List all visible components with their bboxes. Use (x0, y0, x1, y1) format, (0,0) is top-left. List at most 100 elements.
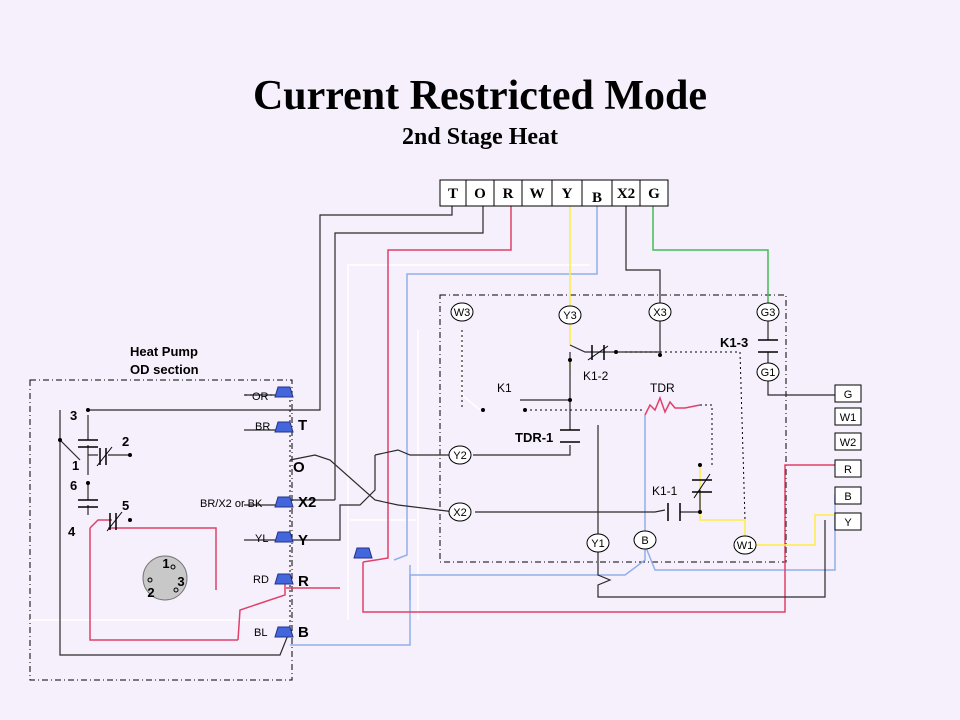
wire-code-label: RD (253, 574, 269, 586)
node-g1 (756, 362, 780, 382)
tdr-1-label: TDR-1 (515, 430, 553, 445)
plug-pin-number: 3 (177, 574, 184, 589)
right-terminal-label-g: G (844, 389, 853, 401)
node-label-g3: G3 (761, 307, 776, 319)
od-section-label-line2: OD section (130, 362, 199, 377)
wire-code-label: BR (255, 421, 270, 433)
contact-number: 1 (72, 458, 79, 473)
node-y1 (586, 533, 610, 553)
wire-code-label: OR (252, 391, 269, 403)
wire-code-label: YL (255, 533, 268, 545)
od-contactor (78, 439, 123, 532)
node-label-w1: W1 (737, 540, 754, 552)
right-terminal-b (834, 486, 862, 505)
node-x2 (448, 502, 472, 522)
od-terminal-label-o: O (293, 459, 305, 476)
tdr-heater (644, 395, 701, 416)
k1-3-contact (758, 339, 778, 353)
contact-number: 2 (122, 434, 129, 449)
od-terminal-cap (274, 421, 294, 433)
node-w3 (450, 302, 474, 322)
tdr-1-contact (560, 429, 580, 443)
od-terminal-cap (274, 496, 294, 508)
tdr-switch (692, 473, 712, 499)
right-terminal-w2 (834, 432, 862, 451)
plug-pin-number: 2 (147, 585, 154, 600)
od-terminal-cap (274, 386, 294, 398)
thermostat-terminal-g: G (648, 186, 660, 202)
od-section-label-line1: Heat Pump (130, 344, 198, 359)
node-w1 (733, 535, 757, 555)
node-x3 (648, 302, 672, 322)
contact-number: 4 (68, 524, 76, 539)
node-b (633, 530, 657, 550)
blue-wires (290, 205, 836, 646)
right-terminal-label-y: Y (844, 517, 852, 529)
page-title: Current Restricted Mode (252, 73, 708, 119)
control-board-enclosure (439, 294, 787, 563)
k1-coil (481, 408, 527, 412)
thermostat-terminal-t: T (448, 186, 458, 202)
node-g3 (756, 302, 780, 322)
od-terminal-cap (274, 531, 294, 543)
black-wires (59, 205, 835, 656)
node-label-y2: Y2 (453, 450, 466, 462)
od-terminal-label-x2: X2 (298, 494, 316, 511)
right-terminal-g (834, 384, 862, 403)
thermostat-terminal-o: O (474, 186, 486, 202)
od-terminal-label-t: T (298, 417, 307, 434)
right-terminal-label-r: R (844, 464, 852, 476)
tdr-label: TDR (650, 381, 675, 395)
node-y2 (448, 445, 472, 465)
thermostat-terminal-r: R (503, 186, 514, 202)
wire-nut (353, 547, 373, 559)
contact-number: 6 (70, 478, 77, 493)
green-wire (652, 205, 769, 305)
od-terminal-label-b: B (298, 624, 309, 641)
k1-label: K1 (497, 381, 512, 395)
page-subtitle: 2nd Stage Heat (402, 124, 558, 150)
k1-3-label: K1-3 (720, 335, 748, 350)
right-terminal-label-w2: W2 (840, 437, 857, 449)
od-terminal-label-y: Y (298, 532, 308, 549)
od-section-enclosure (29, 379, 293, 681)
right-terminal-y (834, 512, 862, 531)
right-terminal-r (834, 459, 862, 478)
wire-code-label: BL (254, 627, 267, 639)
od-terminal-cap (274, 573, 294, 585)
plug-connector (142, 555, 188, 601)
thermostat-terminal-x2: X2 (617, 186, 635, 202)
od-terminal-cap (274, 626, 294, 638)
wire-code-label: BR/X2 or BK (200, 498, 263, 510)
k1-2-contact (587, 345, 609, 361)
node-y3 (558, 305, 582, 325)
white-wires (30, 264, 590, 621)
contact-number: 3 (70, 408, 77, 423)
right-terminal-label-w1: W1 (840, 412, 857, 424)
right-terminal-w1 (834, 407, 862, 426)
node-label-w3: W3 (454, 307, 471, 319)
plug-pin-number: 1 (162, 556, 169, 571)
contact-number: 5 (122, 498, 129, 513)
yellow-wires (569, 205, 835, 546)
dotted-wiring (245, 330, 746, 640)
right-terminal-label-b: B (844, 491, 851, 503)
thermostat-terminal-w: W (530, 186, 545, 202)
node-label-y3: Y3 (563, 310, 576, 322)
node-label-g1: G1 (761, 367, 776, 379)
k1-1-contact (667, 503, 681, 521)
k1-1-label: K1-1 (652, 484, 678, 498)
node-label-x3: X3 (653, 307, 666, 319)
node-label-b: B (641, 535, 648, 547)
k1-2-label: K1-2 (583, 369, 609, 383)
node-label-y1: Y1 (591, 538, 604, 550)
node-label-x2: X2 (453, 507, 466, 519)
thermostat-terminal-b: B (592, 190, 602, 206)
od-terminal-label-r: R (298, 573, 309, 590)
thermostat-terminal-y: Y (562, 186, 573, 202)
